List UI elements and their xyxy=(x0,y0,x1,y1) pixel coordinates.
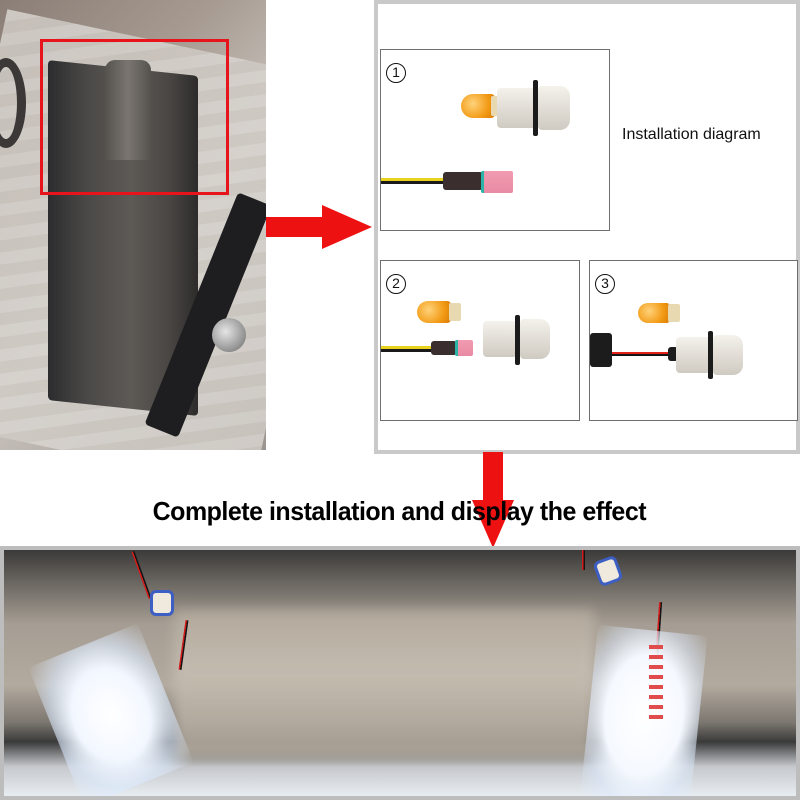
step-1-panel: 1 xyxy=(380,49,610,231)
amber-bulb xyxy=(461,94,495,118)
heat-shrink xyxy=(443,172,483,190)
wire-grommet xyxy=(668,347,678,361)
heat-shrink xyxy=(431,341,457,355)
down-arrow-icon xyxy=(472,452,514,548)
original-lamp-photo xyxy=(0,0,266,450)
wire-right xyxy=(582,550,585,570)
wire-yellow-black xyxy=(381,178,445,184)
wire-left xyxy=(131,550,152,600)
installed-scene xyxy=(4,550,796,796)
socket-seal xyxy=(708,331,713,379)
step-number: 2 xyxy=(386,274,406,294)
led-pcb-components xyxy=(649,645,663,725)
blurred-license-plate xyxy=(174,610,594,760)
screw-icon xyxy=(212,318,246,352)
step-2-panel: 2 xyxy=(380,260,580,421)
socket-seal xyxy=(533,80,538,136)
socket-rear xyxy=(520,319,550,359)
socket-highlight-box xyxy=(40,39,229,195)
socket-rear xyxy=(713,335,743,375)
led-lamp-left-lit xyxy=(28,623,194,796)
amber-bulb xyxy=(417,301,451,323)
socket-rear xyxy=(538,86,570,130)
installed-effect-photo xyxy=(0,546,800,800)
led-bulb xyxy=(481,171,513,193)
step-number: 1 xyxy=(386,63,406,83)
harness-connector xyxy=(590,333,612,367)
bulb-base xyxy=(668,304,680,322)
led-lamp-right-lit xyxy=(580,624,708,796)
bulb-socket xyxy=(105,60,151,160)
result-caption: Complete installation and display the ef… xyxy=(152,496,647,526)
bulb-base xyxy=(449,303,461,321)
step-number: 3 xyxy=(595,274,615,294)
right-arrow-icon xyxy=(266,205,374,249)
plate-ring xyxy=(0,58,26,148)
led-bulb xyxy=(455,340,473,356)
amber-bulb xyxy=(638,303,670,323)
socket-seal xyxy=(515,315,520,365)
bulb-socket xyxy=(483,321,517,357)
socket-right xyxy=(592,554,624,588)
wire-red-black xyxy=(612,352,672,356)
step-3-panel: 3 xyxy=(589,260,798,421)
diagram-title: Installation diagram xyxy=(622,126,761,143)
bulb-socket xyxy=(497,88,537,128)
installation-diagram-panel: 1 Installation diagram 2 3 xyxy=(374,0,800,454)
wire-yellow-black xyxy=(381,346,433,352)
bulb-socket xyxy=(676,337,710,373)
socket-left xyxy=(150,590,174,616)
